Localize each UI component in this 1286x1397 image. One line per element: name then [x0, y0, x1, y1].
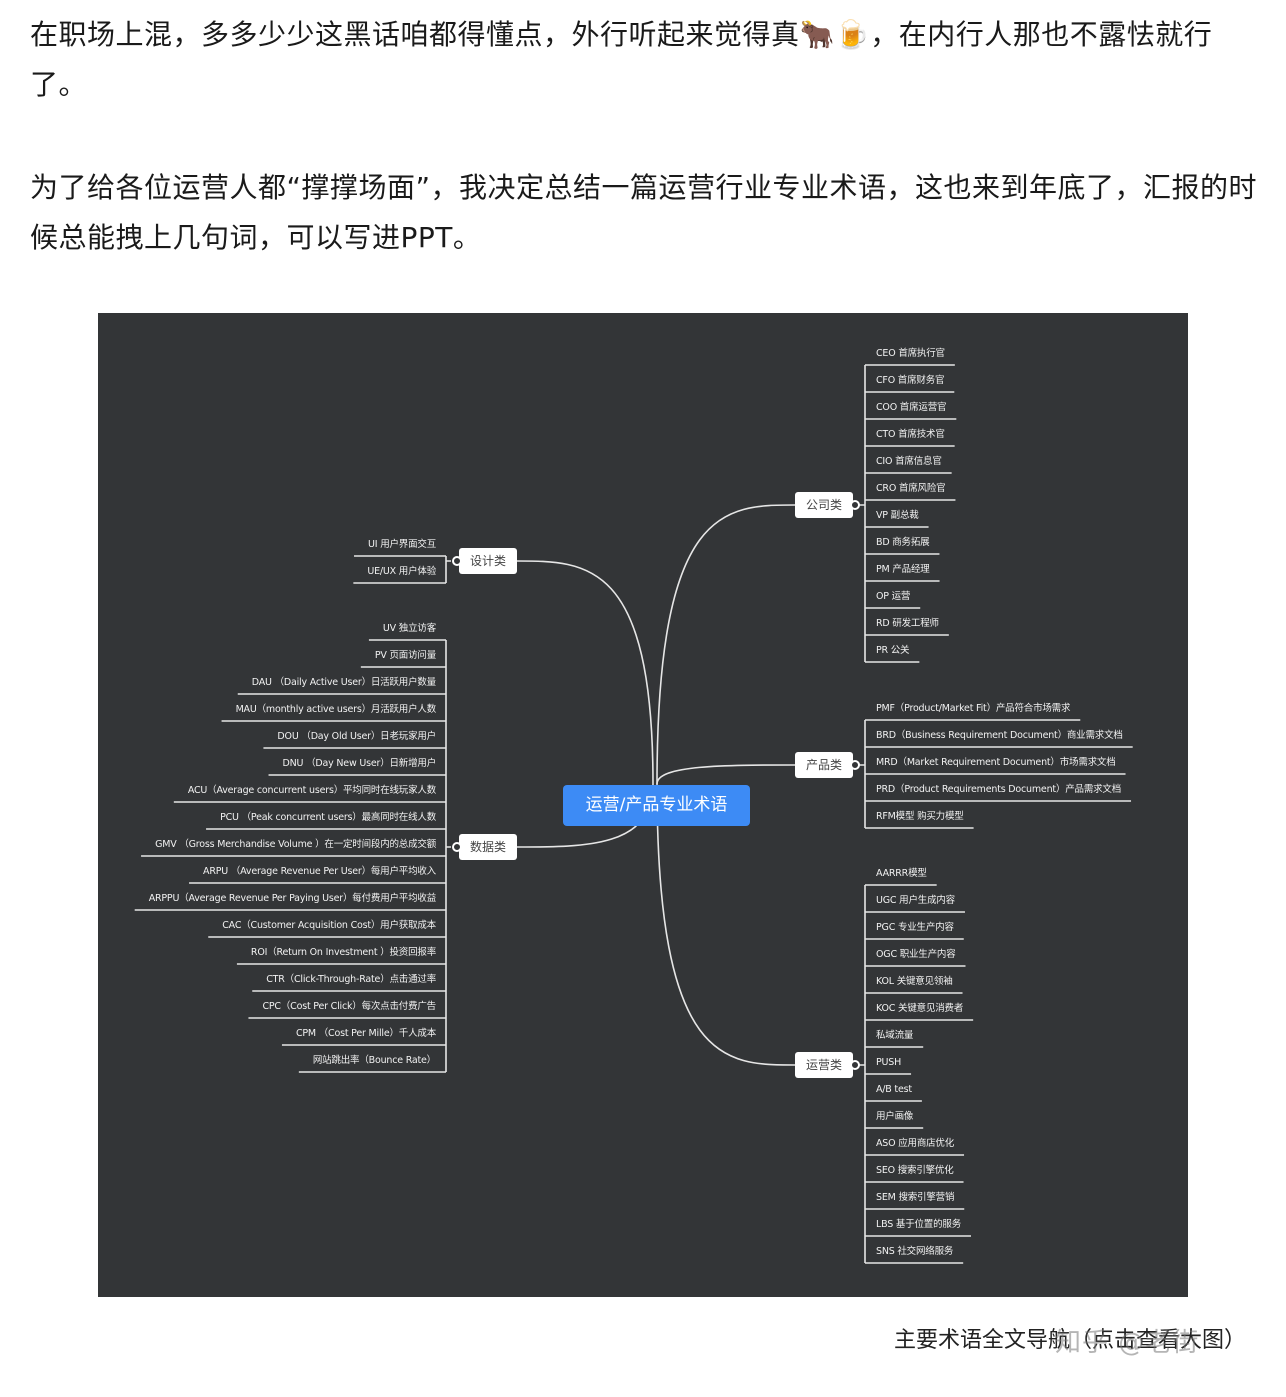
- mindmap-leaf: BRD（Business Requirement Document）商业需求文档: [876, 730, 1123, 741]
- branch-collapse-dot[interactable]: [452, 556, 462, 566]
- mindmap-leaf: KOC 关键意见消费者: [876, 1003, 964, 1014]
- mindmap-leaf: PRD（Product Requirements Document）产品需求文档: [876, 784, 1122, 795]
- mindmap-image[interactable]: 运营/产品专业术语 公司类 CEO 首席执行官 CFO 首席财务官 COO 首席运营官…: [98, 313, 1188, 1297]
- branch-collapse-dot[interactable]: [452, 842, 462, 852]
- mindmap-leaf: CTO 首席技术官: [876, 429, 945, 440]
- mindmap-leaf: PM 产品经理: [876, 564, 930, 575]
- mindmap-leaf: DOU （Day Old User）日老玩家用户: [277, 731, 436, 742]
- intro-paragraph-2: 为了给各位运营人都“撑撑场面”，我决定总结一篇运营行业专业术语，这也来到年底了，…: [30, 171, 1258, 254]
- branch-collapse-dot[interactable]: [850, 1060, 860, 1070]
- mindmap-connectors: [134, 364, 1133, 1264]
- branch-node-1: 公司类: [795, 492, 853, 518]
- mindmap-leaf: 用户画像: [876, 1111, 914, 1122]
- mindmap-leaf: ASO 应用商店优化: [876, 1138, 955, 1149]
- watermark: 知乎 @老街: [1055, 1328, 1200, 1358]
- mindmap-leaf: 私域流量: [876, 1030, 914, 1041]
- connector-left-4: [516, 560, 654, 785]
- mindmap-leaf: VP 副总裁: [876, 510, 919, 521]
- mindmap-leaf: ARPPU（Average Revenue Per Paying User）每付…: [148, 893, 437, 904]
- mindmap-leaf: RFM模型 购买力模型: [876, 811, 964, 822]
- mindmap-leaf: OP 运营: [876, 591, 911, 602]
- mindmap-leaf: CEO 首席执行官: [876, 348, 945, 359]
- mindmap-leaf: CPM （Cost Per Mille）千人成本: [295, 1028, 436, 1039]
- mindmap-leaf: CAC（Customer Acquisition Cost）用户获取成本: [222, 920, 436, 931]
- mindmap-leaf: PCU （Peak concurrent users）最高同时在线人数: [220, 812, 436, 823]
- mindmap-leaf: UGC 用户生成内容: [876, 895, 955, 906]
- mindmap-leaf: ACU（Average concurrent users）平均同时在线玩家人数: [187, 785, 436, 796]
- mindmap-leaf: A/B test: [876, 1084, 912, 1095]
- branch-collapse-dot[interactable]: [850, 760, 860, 770]
- mindmap-leaf: PUSH: [876, 1057, 902, 1068]
- mindmap-leaf: MRD（Market Requirement Document）市场需求文档: [876, 757, 1116, 768]
- mindmap-leaf: RD 研发工程师: [876, 618, 939, 629]
- mindmap-leaf: CIO 首席信息官: [876, 456, 942, 467]
- branch-node-4: 设计类: [459, 548, 517, 574]
- mindmap-leaf: BD 商务拓展: [876, 537, 930, 548]
- connector-right-1: [656, 504, 796, 785]
- mindmap-leaf: CFO 首席财务官: [876, 375, 945, 386]
- mindmap-leaf: LBS 基于位置的服务: [876, 1219, 961, 1230]
- mindmap-leaf: PGC 专业生产内容: [876, 922, 954, 933]
- connector-right-3: [656, 783, 796, 1066]
- branch-node-2: 产品类: [795, 752, 853, 778]
- mindmap-leaf: SEM 搜索引擎营销: [876, 1192, 955, 1203]
- mindmap-leaf: PMF（Product/Market Fit）产品符合市场需求: [876, 703, 1071, 714]
- image-caption: 主要术语全文导航（点击查看大图）: [893, 1328, 1246, 1353]
- mindmap-leaf: PV 页面访问量: [374, 650, 436, 661]
- mindmap-leaf: MAU（monthly active users）月活跃用户人数: [235, 704, 437, 715]
- mindmap-leaf: CPC（Cost Per Click）每次点击付费广告: [262, 1001, 436, 1012]
- mindmap-leaf: PR 公关: [876, 645, 910, 656]
- mindmap-leaf: KOL 关键意见领袖: [876, 976, 953, 987]
- mindmap-leaf: DNU （Day New User）日新增用户: [282, 758, 437, 769]
- mindmap-leaf: CTR（Click-Through-Rate）点击通过率: [266, 974, 436, 985]
- mindmap-leaf: 网站跳出率（Bounce Rate）: [312, 1055, 436, 1066]
- mindmap-leaf: UI 用户界面交互: [368, 539, 436, 550]
- connector-right-2: [656, 764, 796, 785]
- intro-paragraph-1: 在职场上混，多多少少这黑话咱都得懂点，外行听起来觉得真🐂🍺，在内行人那也不露怯就…: [30, 18, 1213, 101]
- mindmap-leaf: OGC 职业生产内容: [876, 949, 956, 960]
- mindmap-leaf: AARRR模型: [876, 868, 927, 879]
- mindmap-leaf: ROI（Return On Investment ）投资回报率: [250, 947, 436, 958]
- branch-collapse-dot[interactable]: [850, 500, 860, 510]
- branch-node-5: 数据类: [459, 834, 517, 860]
- mindmap-leaf: DAU （Daily Active User）日活跃用户数量: [251, 677, 436, 688]
- mindmap-leaf: UE/UX 用户体验: [367, 566, 436, 577]
- branch-node-3: 运营类: [795, 1052, 853, 1078]
- mindmap-leaf: SNS 社交网络服务: [876, 1246, 954, 1257]
- mindmap-leaf: CRO 首席风险官: [876, 483, 946, 494]
- mindmap-leaf: ARPU （Average Revenue Per User）每用户平均收入: [203, 866, 436, 877]
- mindmap-leaf: SEO 搜索引擎优化: [876, 1165, 954, 1176]
- mindmap-leaf: COO 首席运营官: [876, 402, 947, 413]
- mindmap-leaf: UV 独立访客: [382, 623, 436, 634]
- mindmap-center-node: 运营/产品专业术语: [563, 785, 750, 826]
- mindmap-leaf: GMV （Gross Merchandise Volume ）在一定时间段内的总…: [155, 839, 436, 850]
